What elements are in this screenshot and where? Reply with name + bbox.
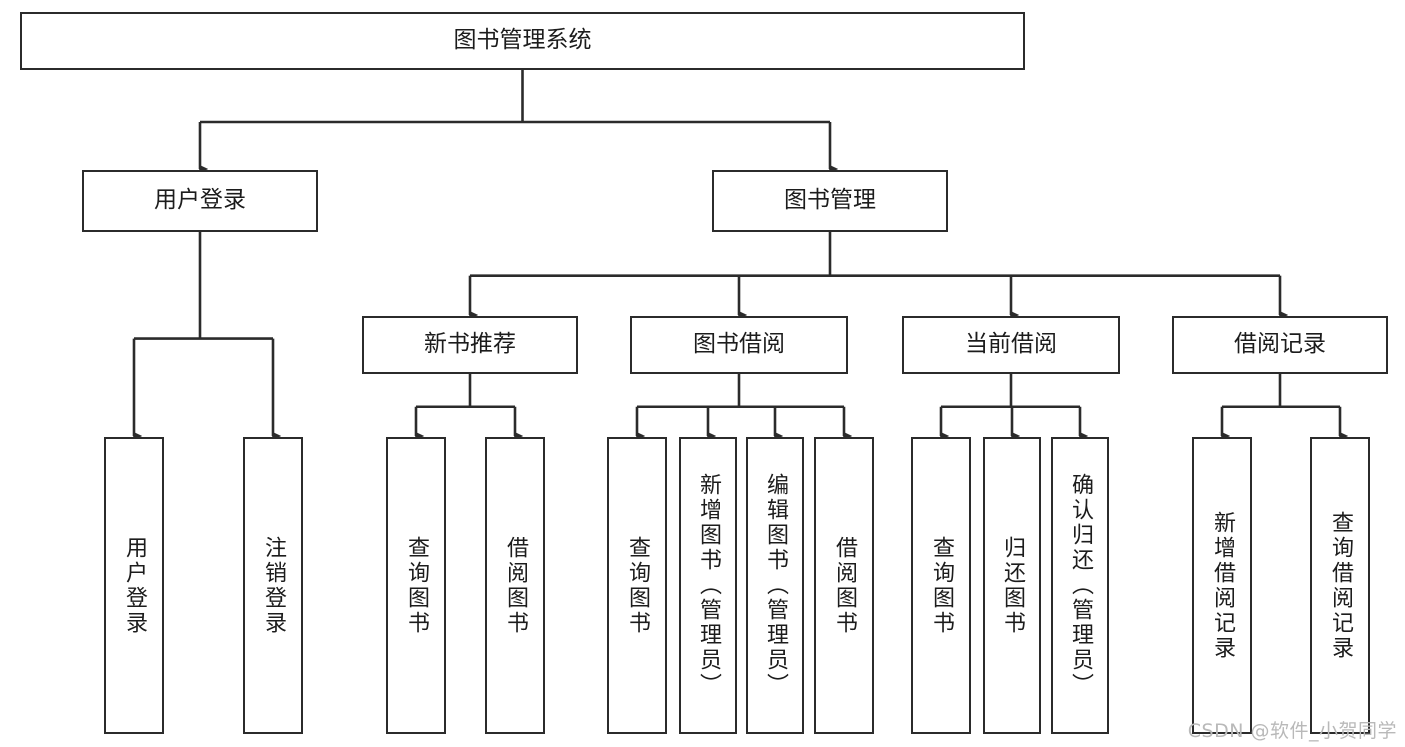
- watermark-text: CSDN @软件_小贺同学: [1187, 720, 1397, 742]
- node-leaf-nb-borrow[interactable]: 借阅图书: [485, 437, 545, 734]
- node-bookmgmt[interactable]: 图书管理: [712, 170, 948, 232]
- node-label: 注销登录: [261, 535, 286, 636]
- node-label: 用户登录: [122, 535, 147, 636]
- node-leaf-bo-lend[interactable]: 借阅图书: [814, 437, 874, 734]
- node-label: 借阅图书: [503, 535, 528, 636]
- node-label: 编辑图书（管理员）: [763, 473, 788, 698]
- node-leaf-cu-confirm[interactable]: 确认归还（管理员）: [1051, 437, 1109, 734]
- node-label: 图书管理: [784, 187, 876, 214]
- node-leaf-bo-edit[interactable]: 编辑图书（管理员）: [746, 437, 804, 734]
- node-label: 新书推荐: [424, 331, 516, 358]
- node-leaf-user-logout[interactable]: 注销登录: [243, 437, 303, 734]
- node-newbook[interactable]: 新书推荐: [362, 316, 578, 374]
- node-label: 用户登录: [154, 187, 246, 214]
- node-borrow[interactable]: 图书借阅: [630, 316, 848, 374]
- node-record[interactable]: 借阅记录: [1172, 316, 1388, 374]
- node-label: 归还图书: [1000, 535, 1025, 636]
- node-leaf-cu-return[interactable]: 归还图书: [983, 437, 1041, 734]
- node-label: 图书借阅: [693, 331, 785, 358]
- node-label: 查询图书: [404, 535, 429, 636]
- node-label: 新增图书（管理员）: [696, 473, 721, 698]
- node-label: 新增借阅记录: [1210, 510, 1235, 661]
- node-leaf-cu-query[interactable]: 查询图书: [911, 437, 971, 734]
- node-label: 查询图书: [625, 535, 650, 636]
- node-label: 借阅图书: [832, 535, 857, 636]
- node-login[interactable]: 用户登录: [82, 170, 318, 232]
- node-leaf-bo-query[interactable]: 查询图书: [607, 437, 667, 734]
- node-current[interactable]: 当前借阅: [902, 316, 1120, 374]
- node-label: 查询图书: [929, 535, 954, 636]
- node-label: 确认归还（管理员）: [1068, 473, 1093, 698]
- node-root[interactable]: 图书管理系统: [20, 12, 1025, 70]
- node-leaf-rc-query[interactable]: 查询借阅记录: [1310, 437, 1370, 734]
- node-label: 当前借阅: [965, 331, 1057, 358]
- node-label: 图书管理系统: [453, 27, 592, 54]
- node-label: 借阅记录: [1234, 331, 1326, 358]
- node-label: 查询借阅记录: [1328, 510, 1353, 661]
- node-leaf-bo-add[interactable]: 新增图书（管理员）: [679, 437, 737, 734]
- node-leaf-user-login[interactable]: 用户登录: [104, 437, 164, 734]
- node-leaf-rc-add[interactable]: 新增借阅记录: [1192, 437, 1252, 734]
- node-leaf-nb-query[interactable]: 查询图书: [386, 437, 446, 734]
